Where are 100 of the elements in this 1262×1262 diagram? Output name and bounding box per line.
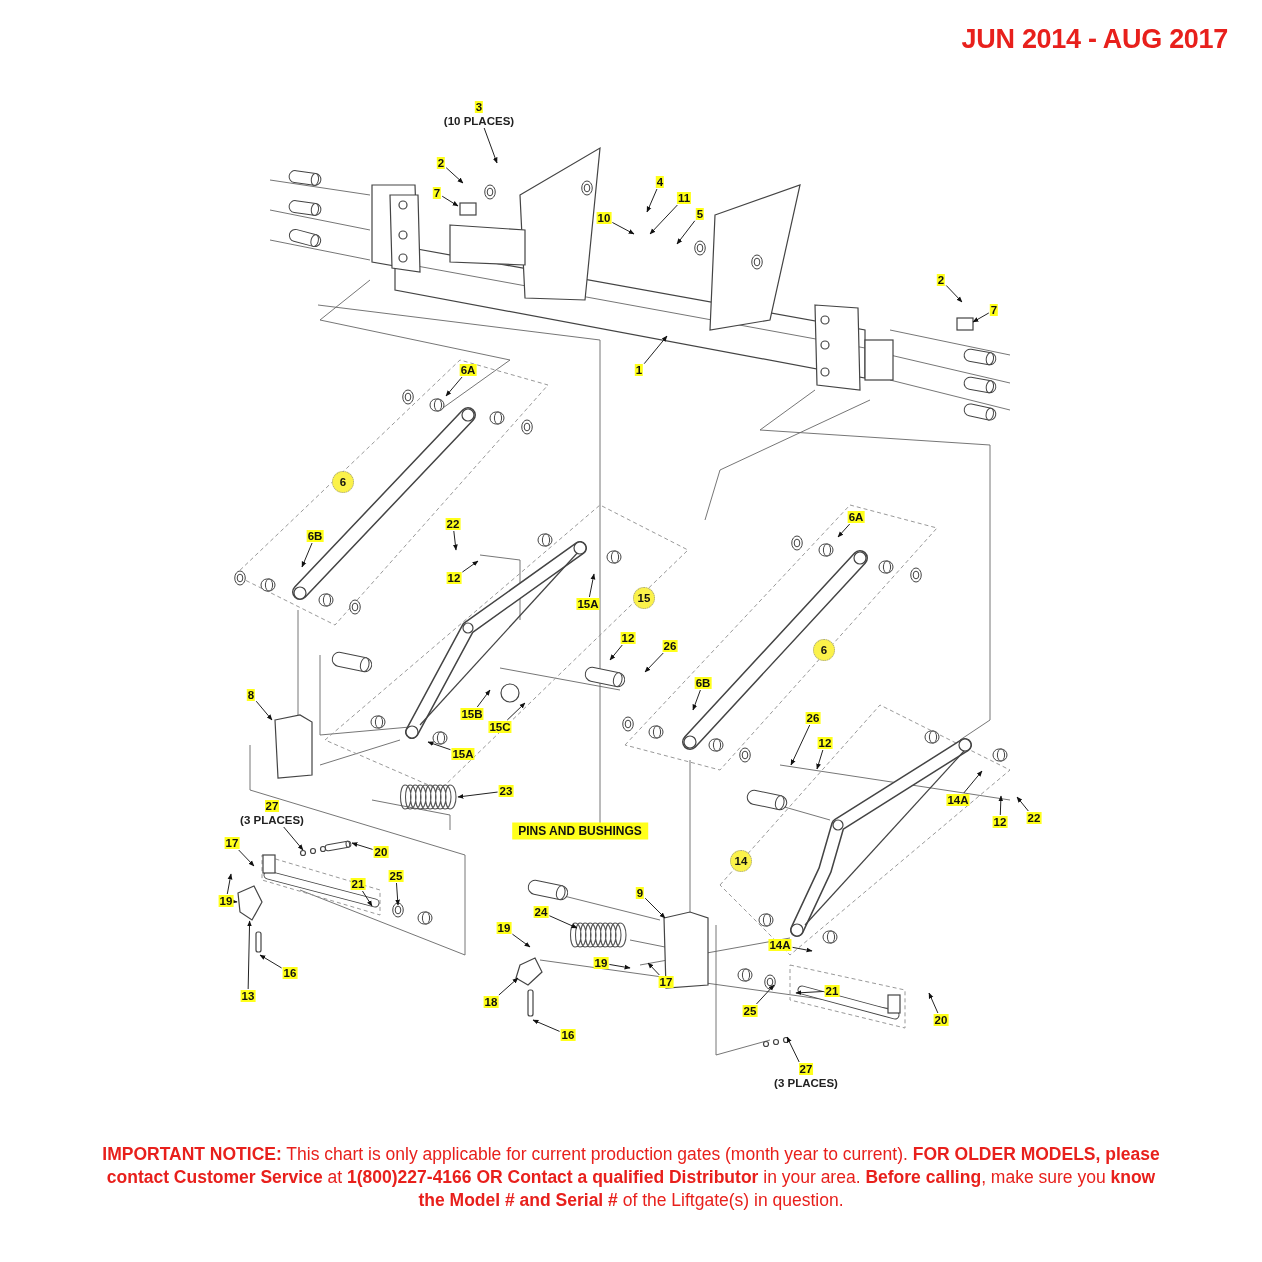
leader-line xyxy=(247,920,252,990)
callout-number: 19 xyxy=(218,895,234,907)
callout-number: 12 xyxy=(620,632,636,644)
callout-number: 15A xyxy=(451,748,475,760)
leader-line xyxy=(238,849,255,867)
callout-number: 25 xyxy=(742,1005,758,1017)
callout-number: 2 xyxy=(936,274,946,286)
date-range-title: JUN 2014 - AUG 2017 xyxy=(961,24,1228,55)
leader-line xyxy=(609,644,623,661)
callout-number: 12 xyxy=(446,572,462,584)
callout-number: 27 xyxy=(798,1063,814,1075)
leader-line xyxy=(259,954,283,969)
callout-number: 19 xyxy=(593,957,609,969)
leader-line xyxy=(692,689,701,711)
leader-line xyxy=(301,542,313,568)
leader-line xyxy=(816,749,824,770)
callout-number: 6B xyxy=(694,677,712,689)
callout-number: 23 xyxy=(498,785,514,797)
leader-line xyxy=(441,195,459,207)
quantity-note: (10 PLACES) xyxy=(443,115,515,127)
callout-number: 6 xyxy=(813,639,835,661)
callout-number: 12 xyxy=(817,737,833,749)
callout-number: 2 xyxy=(436,157,446,169)
callout-number: 11 xyxy=(676,192,692,204)
leader-line xyxy=(461,560,479,573)
callout-number: 22 xyxy=(1026,812,1042,824)
callout-number: 6 xyxy=(332,471,354,493)
callout-number: 19 xyxy=(496,922,512,934)
quantity-note: (3 PLACES) xyxy=(240,814,304,826)
callout-number: 14A xyxy=(946,794,970,806)
leader-line xyxy=(445,167,464,184)
leader-line xyxy=(483,127,498,164)
callout-number: 6B xyxy=(306,530,324,542)
callout-number: 20 xyxy=(933,1014,949,1026)
note-label: PINS AND BUSHINGS xyxy=(512,822,648,840)
important-notice: IMPORTANT NOTICE: This chart is only applicable for current production gates (month year to current). FOR OLDER MODELS, please contact Customer Service at 1(800)227-4166 OR Contact a qualified Distributor in your area. Before calling, make sure you know the Model # and Serial # of the Liftgate(s) in question. xyxy=(101,1143,1161,1212)
leader-line xyxy=(837,523,851,538)
callout-number: 17 xyxy=(658,976,674,988)
leader-line xyxy=(453,530,458,551)
callout-number: 6A xyxy=(459,364,477,376)
leader-line xyxy=(755,984,775,1005)
leader-line xyxy=(506,702,526,721)
leader-line xyxy=(351,842,374,850)
callout-number: 20 xyxy=(373,846,389,858)
leader-line xyxy=(457,791,499,799)
leader-line xyxy=(361,890,373,907)
leader-line xyxy=(649,204,678,235)
callout-number: 21 xyxy=(824,985,840,997)
callout-number: 18 xyxy=(483,996,499,1008)
callout-number: 6A xyxy=(847,511,865,523)
callout-number: 12 xyxy=(992,816,1008,828)
callout-number: 10 xyxy=(596,212,612,224)
lever-part xyxy=(237,885,263,921)
callout-number: 1 xyxy=(634,364,644,376)
callout-number: 21 xyxy=(350,878,366,890)
leader-line xyxy=(532,1019,561,1032)
callout-number: 27 xyxy=(264,800,280,812)
leader-line xyxy=(790,724,811,766)
callout-number: 5 xyxy=(695,208,705,220)
leader-line xyxy=(611,222,635,235)
leader-line xyxy=(476,689,491,708)
callout-number: 16 xyxy=(560,1029,576,1041)
callout-number: 8 xyxy=(246,689,256,701)
callout-number: 3 xyxy=(474,101,484,113)
leader-line xyxy=(548,915,578,929)
leader-line xyxy=(792,946,813,953)
leader-line xyxy=(647,962,660,976)
callout-number: 15B xyxy=(460,708,484,720)
callout-number: 22 xyxy=(445,518,461,530)
leader-line xyxy=(231,899,238,904)
leader-line xyxy=(283,826,304,851)
callout-number: 15C xyxy=(488,721,512,733)
leader-line xyxy=(644,652,664,673)
callout-number: 7 xyxy=(432,187,442,199)
leader-line xyxy=(1016,796,1029,812)
leader-line xyxy=(928,992,939,1014)
quantity-note: (3 PLACES) xyxy=(774,1077,838,1089)
leader-line xyxy=(644,897,666,919)
callout-number: 25 xyxy=(388,870,404,882)
callout-number: 4 xyxy=(655,176,665,188)
callout-number: 14 xyxy=(730,850,752,872)
leader-line xyxy=(945,284,963,303)
callout-number: 26 xyxy=(662,640,678,652)
leader-line xyxy=(676,220,696,245)
leader-line xyxy=(588,573,596,598)
leader-line xyxy=(786,1036,800,1063)
callout-number: 7 xyxy=(989,304,999,316)
callout-number: 26 xyxy=(805,712,821,724)
leader-line xyxy=(427,741,451,751)
leader-line xyxy=(255,700,273,721)
leader-line xyxy=(395,882,400,906)
callout-number: 9 xyxy=(635,887,645,899)
leader-line xyxy=(795,990,825,996)
callout-number: 17 xyxy=(224,837,240,849)
leader-line xyxy=(646,188,658,213)
leader-line xyxy=(226,873,233,895)
leader-line xyxy=(511,933,531,948)
leader-line xyxy=(445,376,463,397)
callout-number: 16 xyxy=(282,967,298,979)
leader-line xyxy=(608,963,631,970)
